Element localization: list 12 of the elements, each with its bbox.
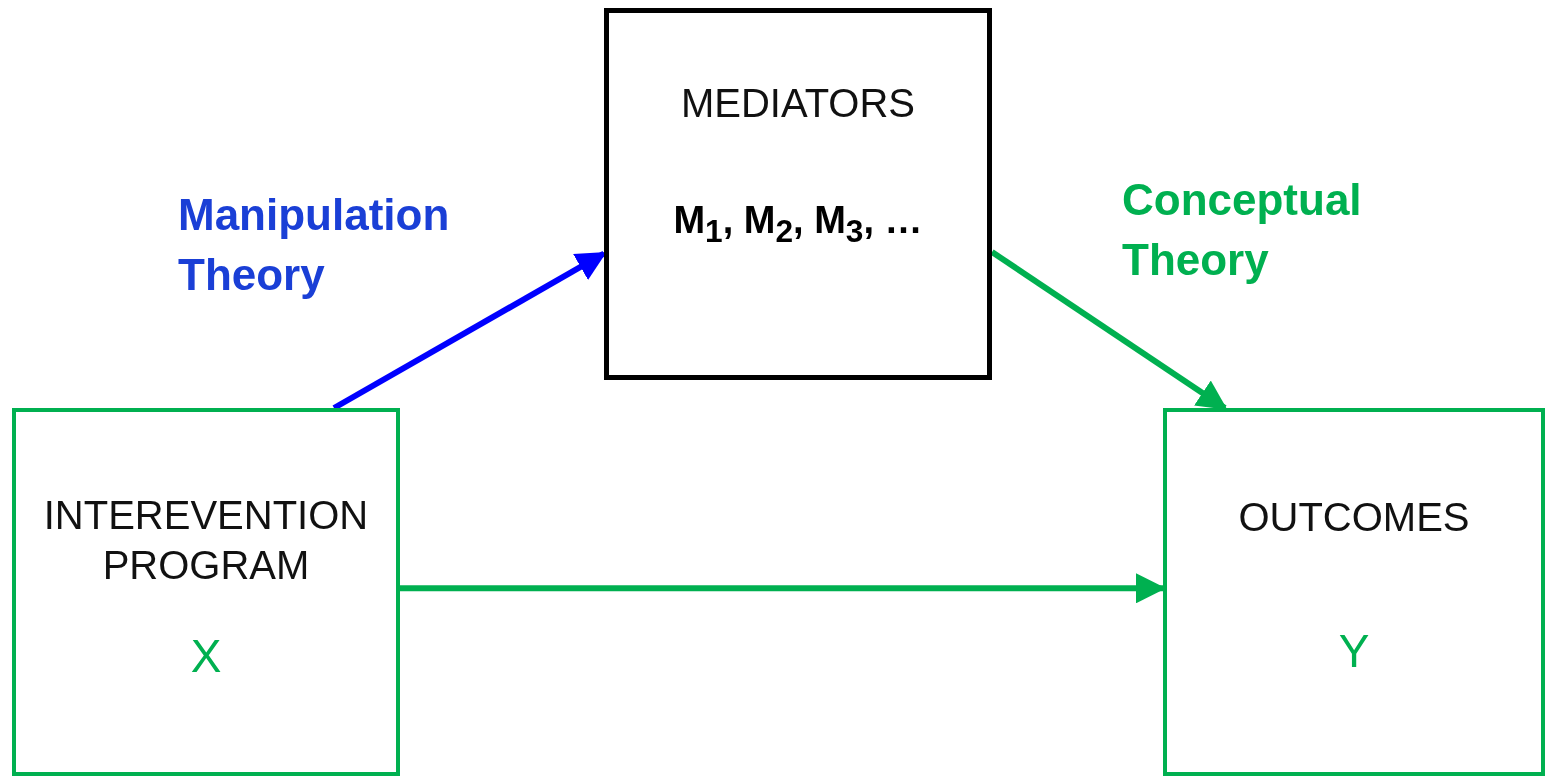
edge-label: Manipulation Theory xyxy=(178,189,451,301)
process-box xyxy=(12,408,400,776)
box-title: OUTCOMES xyxy=(1237,494,1471,541)
variable-list: M$_{1}$, M$_{2}$, M$_{3}$, … xyxy=(609,199,987,250)
arrow xyxy=(990,249,1228,411)
edge-label: Conceptual Theory xyxy=(1122,174,1363,286)
process-box xyxy=(604,8,992,380)
process-box xyxy=(1163,408,1545,776)
variable-symbol: Y xyxy=(1337,624,1371,678)
box-title: INTEREVENTION PROGRAM xyxy=(42,492,370,589)
box-title: MEDIATORS xyxy=(679,80,917,127)
variable-symbol: X xyxy=(189,629,223,683)
